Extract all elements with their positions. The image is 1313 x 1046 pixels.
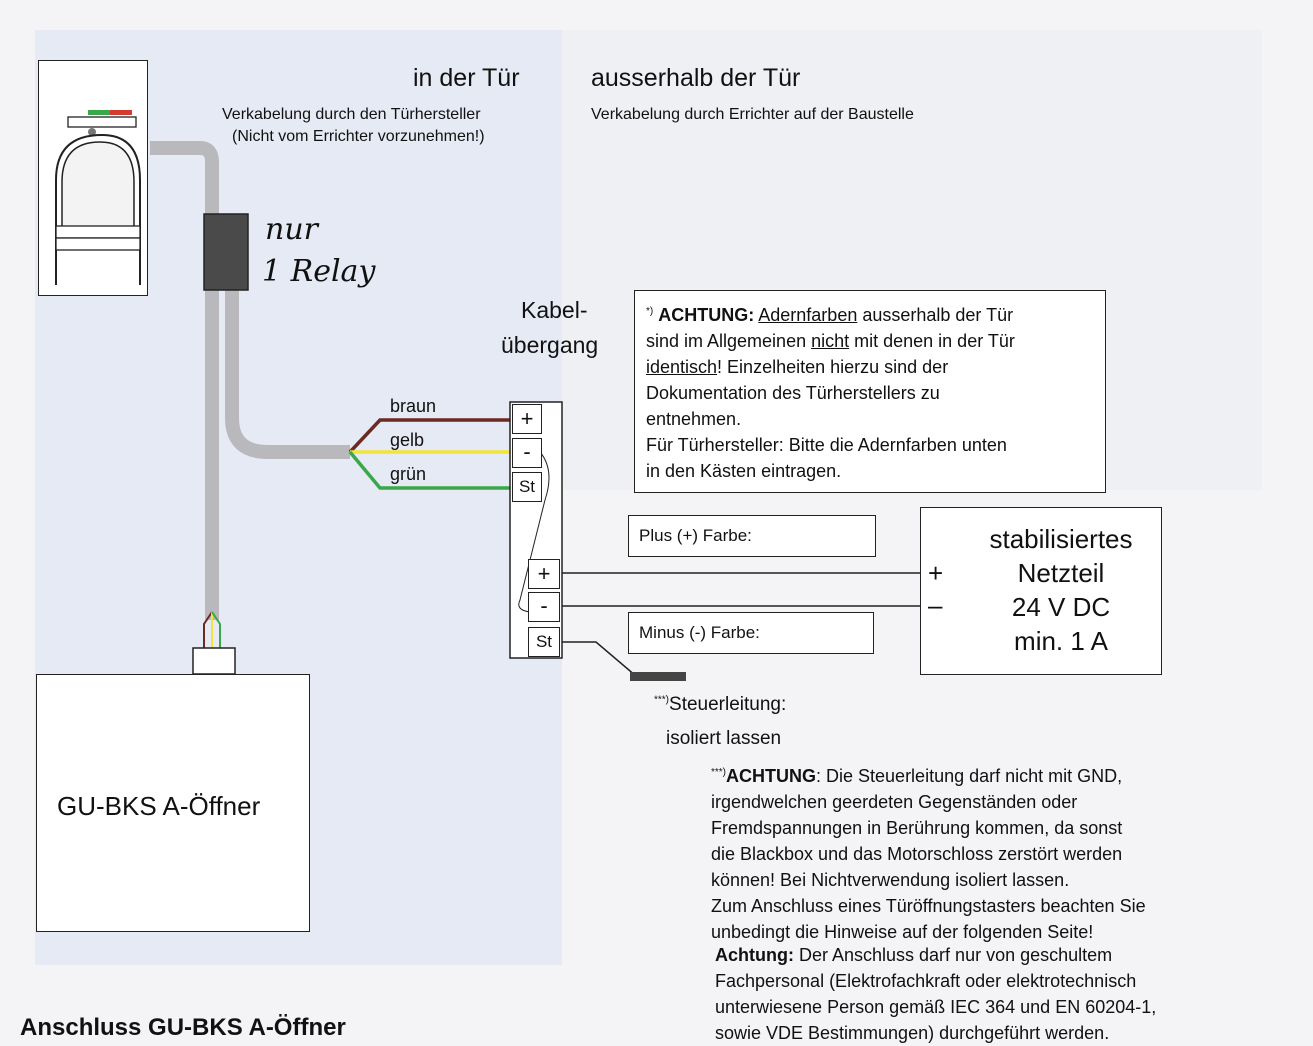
- main-cable: [150, 141, 219, 620]
- warning-qualified-text: Achtung: Der Anschluss darf nur von gesc…: [715, 945, 1157, 1043]
- handwritten-note-line1: nur: [265, 212, 318, 247]
- control-line: [562, 641, 637, 677]
- control-line-label: ***)Steuerleitung:: [654, 694, 787, 715]
- opener-label: GU-BKS A-Öffner: [57, 791, 261, 821]
- heading-outside-sub: Verkabelung durch Errichter auf der Baus…: [591, 106, 914, 123]
- wire-label-green: grün: [390, 464, 427, 484]
- terminal-bottom-minus: -: [528, 592, 560, 622]
- warning-colors-box: *) ACHTUNG: Adernfarben ausserhalb der T…: [634, 290, 1106, 493]
- wire-strands-bottom: [203, 611, 213, 648]
- handwritten-note-line2: 1 Relay: [262, 254, 376, 289]
- heading-outside: ausserhalb der Tür: [591, 64, 801, 92]
- wire-green: [348, 450, 512, 490]
- fingerprint-reader: [38, 60, 148, 296]
- terminal-top-plus: +: [512, 404, 542, 434]
- minus-color-field[interactable]: Minus (-) Farbe:: [628, 612, 874, 654]
- heading-inside-sub1: Verkabelung durch den Türhersteller: [222, 106, 481, 123]
- opener-box: GU-BKS A-Öffner: [36, 674, 310, 932]
- terminal-jumper: [518, 451, 550, 613]
- plus-color-field[interactable]: Plus (+) Farbe:: [628, 515, 876, 557]
- terminal-top-st: St: [512, 472, 542, 502]
- terminal-bottom-st: St: [528, 627, 560, 657]
- power-supply-plus: +: [928, 558, 944, 588]
- control-line-insulation: [630, 672, 686, 681]
- control-line-note: isoliert lassen: [666, 728, 782, 749]
- opener-connector: [192, 647, 236, 675]
- transition-label-line1: Kabel-: [521, 297, 588, 323]
- heading-inside-sub2: (Nicht vom Errichter vorzunehmen!): [232, 128, 485, 145]
- warning-control-text: ***)ACHTUNG: Die Steuerleitung darf nich…: [711, 766, 1146, 942]
- terminal-top-minus: -: [512, 438, 542, 468]
- footer-title: Anschluss GU-BKS A-Öffner: [20, 1014, 346, 1041]
- wire-brown: [348, 418, 512, 454]
- power-supply-box: stabilisiertes Netzteil 24 V DC min. 1 A: [920, 507, 1162, 675]
- wire-label-brown: braun: [390, 396, 437, 416]
- power-supply-minus: –: [928, 590, 943, 620]
- terminal-bottom-plus: +: [528, 559, 560, 589]
- fingerprint-reader-icon: [55, 110, 141, 285]
- relay-block: [203, 213, 249, 291]
- transition-label-line2: übergang: [501, 332, 599, 358]
- heading-inside: in der Tür: [413, 64, 520, 92]
- branch-cable: [225, 290, 350, 459]
- wire-label-yellow: gelb: [390, 430, 425, 450]
